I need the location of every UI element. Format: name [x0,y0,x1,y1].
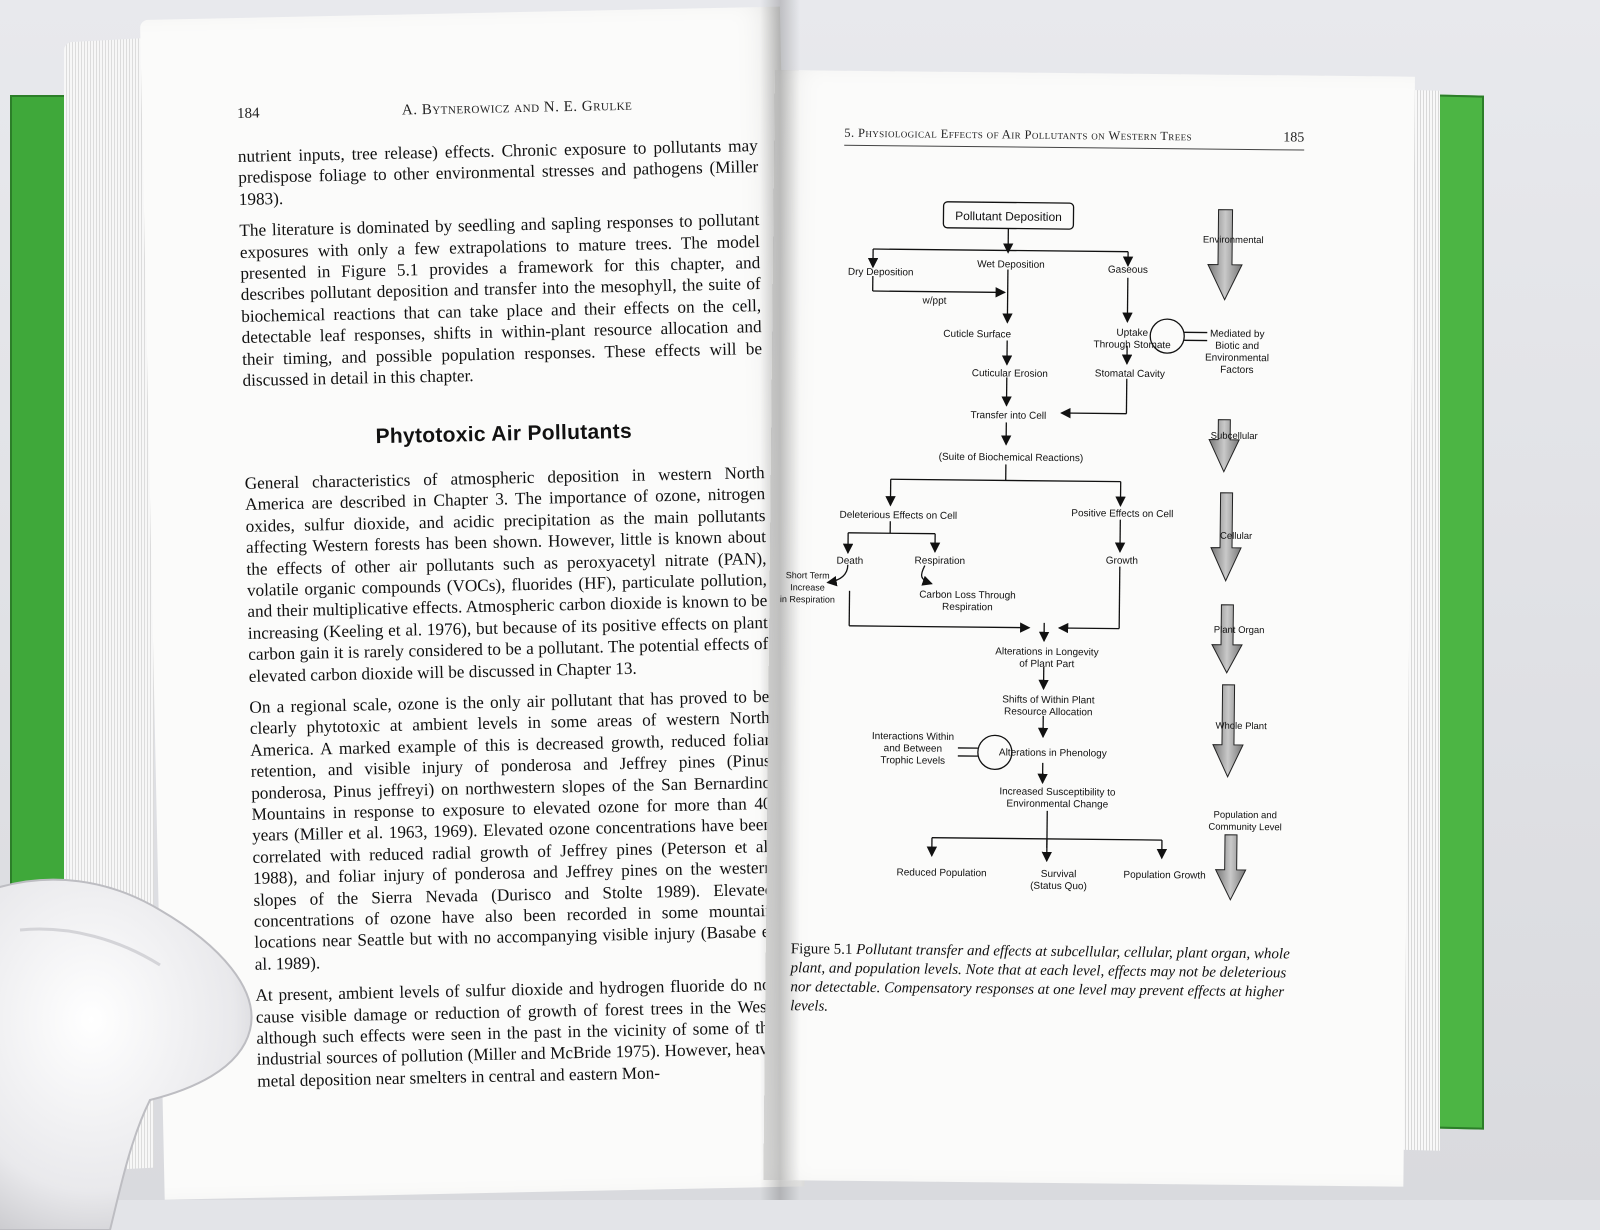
label-death: Death [836,556,863,567]
label-mediated-1: Mediated by [1210,329,1265,341]
label-longevity-1: Alterations in Longevity [995,646,1099,658]
paragraph: General characteristics of atmospheric d… [245,462,769,687]
label-wet-deposition: Wet Deposition [977,259,1045,271]
label-population-growth: Population Growth [1123,870,1205,882]
label-stomatal-cavity: Stomatal Cavity [1095,368,1165,380]
label-positive: Positive Effects on Cell [1071,508,1173,520]
label-wppt: w/ppt [922,296,947,307]
label-reduced-population: Reduced Population [897,867,987,879]
label-longevity-2: of Plant Part [1019,659,1074,671]
label-shifts-2: Resource Allocation [1004,706,1093,718]
arrow-environmental-icon [1208,210,1243,300]
diagram-labels: Pollutant Deposition Dry Deposition w/pp… [777,207,1288,894]
level-population-1: Population and [1213,810,1277,822]
label-growth: Growth [1106,555,1138,566]
figure-caption-text: Pollutant transfer and effects at subcel… [790,942,1290,1015]
label-through-stomate: Through Stomate [1093,339,1171,351]
paragraph: nutrient inputs, tree release) effects. … [238,135,759,210]
label-uptake: Uptake [1116,328,1148,339]
label-mediated-3: Environmental [1205,353,1269,365]
label-deleterious: Deleterious Effects on Cell [839,510,957,522]
label-survival-2: (Status Quo) [1030,881,1087,893]
label-dry-deposition: Dry Deposition [848,267,914,279]
label-susceptibility-1: Increased Susceptibility to [999,786,1116,798]
level-cellular: Cellular [1220,531,1252,542]
label-pollutant-deposition: Pollutant Deposition [955,209,1062,224]
label-gaseous: Gaseous [1108,264,1148,275]
figure-5-1-diagram: Pollutant Deposition Dry Deposition w/pp… [766,70,1415,937]
paragraph: On a regional scale, ozone is the only a… [249,686,775,975]
left-page-body: nutrient inputs, tree release) effects. … [238,135,778,1102]
label-carbon-loss-2: Respiration [942,602,993,614]
running-head-left: A. Bytnerowicz and N. E. Grulke [402,98,633,120]
label-survival-1: Survival [1041,869,1077,880]
label-suite-biochemical: (Suite of Biochemical Reactions) [939,452,1084,465]
label-interactions-3: Trophic Levels [880,755,945,767]
arrow-subcellular-icon [1209,420,1240,472]
level-subcellular: Subcellular [1211,431,1258,442]
gloved-thumb-icon [0,870,260,1230]
label-mediated-4: Factors [1220,365,1253,376]
label-carbon-loss-1: Carbon Loss Through [919,590,1016,602]
label-susceptibility-2: Environmental Change [1006,798,1108,810]
level-plant-organ: Plant Organ [1214,625,1265,637]
label-mediated-2: Biotic and [1215,341,1259,352]
label-cuticular-erosion: Cuticular Erosion [972,368,1048,380]
page-number-left: 184 [237,106,260,123]
paragraph: The literature is dominated by seedling … [239,209,762,391]
arrow-plant-organ-icon [1212,605,1243,673]
section-heading: Phytotoxic Air Pollutants [244,418,764,450]
label-cuticle-surface: Cuticle Surface [943,329,1011,341]
level-arrows [1201,210,1252,900]
label-interactions-2: and Between [884,743,943,755]
figure-caption: Figure 5.1 Pollutant transfer and effect… [790,940,1291,1021]
book-gutter-shadow [760,0,800,1200]
label-respiration: Respiration [915,555,966,567]
label-shifts-1: Shifts of Within Plant [1002,694,1095,706]
left-page-header: 184 A. Bytnerowicz and N. E. Grulke [237,95,757,106]
right-page: 5. Physiological Effects of Air Pollutan… [763,70,1415,1187]
label-alterations-phenology: Alterations in Phenology [999,747,1107,759]
level-population-2: Community Level [1208,822,1282,834]
label-interactions-1: Interactions Within [872,731,954,743]
arrow-population-icon [1215,835,1246,900]
paragraph: At present, ambient levels of sulfur dio… [255,974,777,1092]
label-transfer-into-cell: Transfer into Cell [970,410,1046,422]
level-whole-plant: Whole Plant [1215,721,1267,733]
level-environmental: Environmental [1203,234,1264,246]
